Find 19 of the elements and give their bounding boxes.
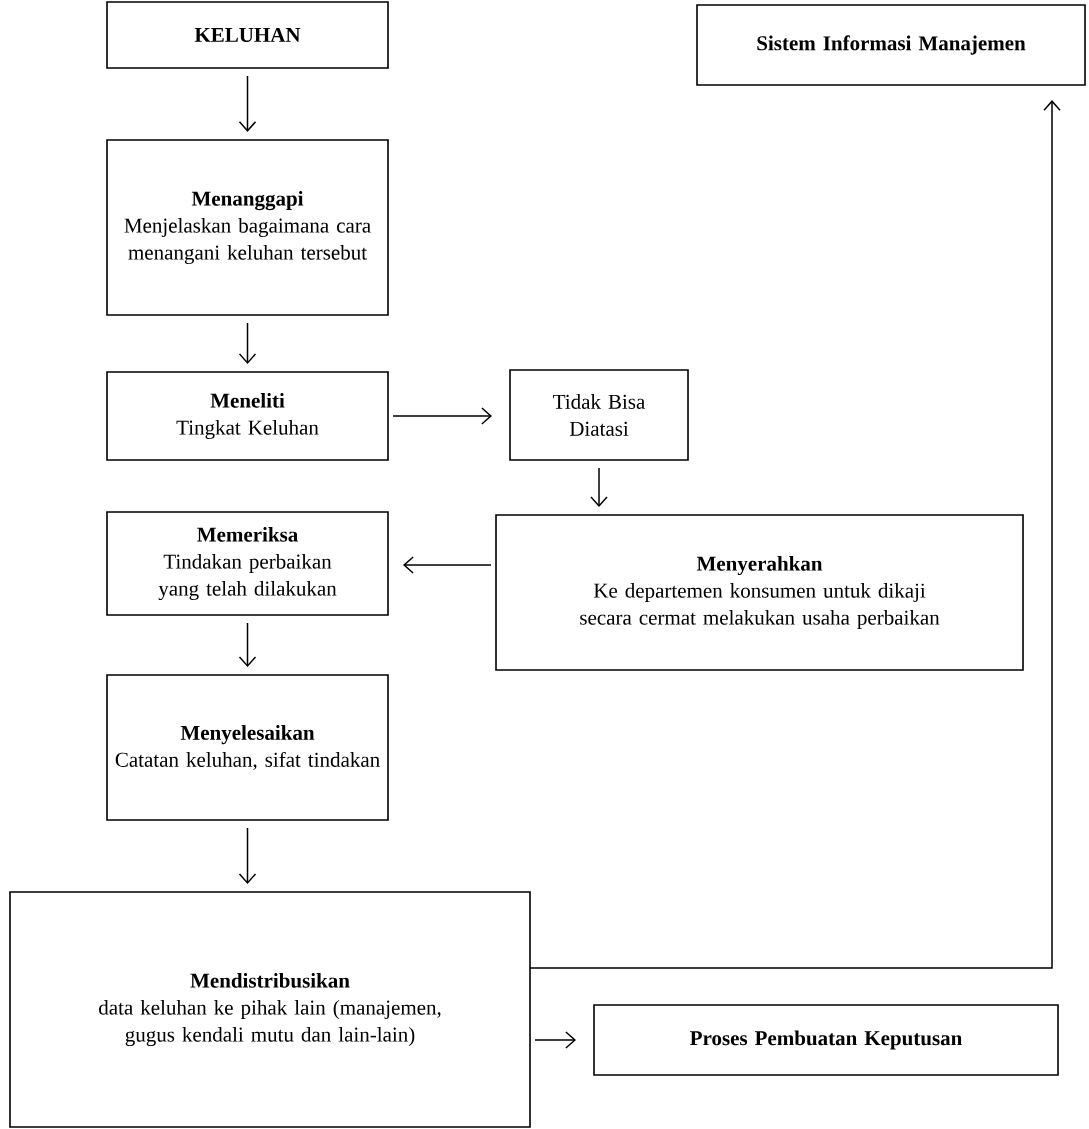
process-box: Menanggapi Menjelaskan bagaimana cara menangani keluhan tersebut — [106, 139, 389, 316]
process-box: Meneliti Tingkat Keluhan — [106, 371, 389, 461]
process-box: Tidak Bisa Diatasi — [509, 369, 689, 461]
arrow — [392, 407, 492, 425]
process-box: Menyerahkan Ke departemen konsumen untuk dikaji secara cermat melakukan usaha perbaikan — [495, 514, 1024, 671]
process-box: KELUHAN — [106, 1, 389, 69]
arrow — [534, 1031, 576, 1049]
process-box: Proses Pembuatan Keputusan — [593, 1004, 1059, 1076]
process-box: Menyelesaikan Catatan keluhan, sifat tindakan — [106, 674, 389, 821]
arrow — [238, 75, 257, 132]
arrow — [238, 827, 257, 884]
process-box: Memeriksa Tindakan perbaikan yang telah dilakukan — [106, 511, 389, 616]
arrow — [238, 322, 257, 364]
arrow — [403, 556, 492, 574]
process-box: Mendistribusikan data keluhan ke pihak lain (manajemen, gugus kendali mutu dan lain-lain) — [9, 891, 531, 1128]
process-box: Sistem Informasi Manajemen — [696, 4, 1086, 86]
arrow — [238, 622, 257, 667]
arrow — [590, 467, 608, 507]
arrow — [529, 100, 1061, 969]
